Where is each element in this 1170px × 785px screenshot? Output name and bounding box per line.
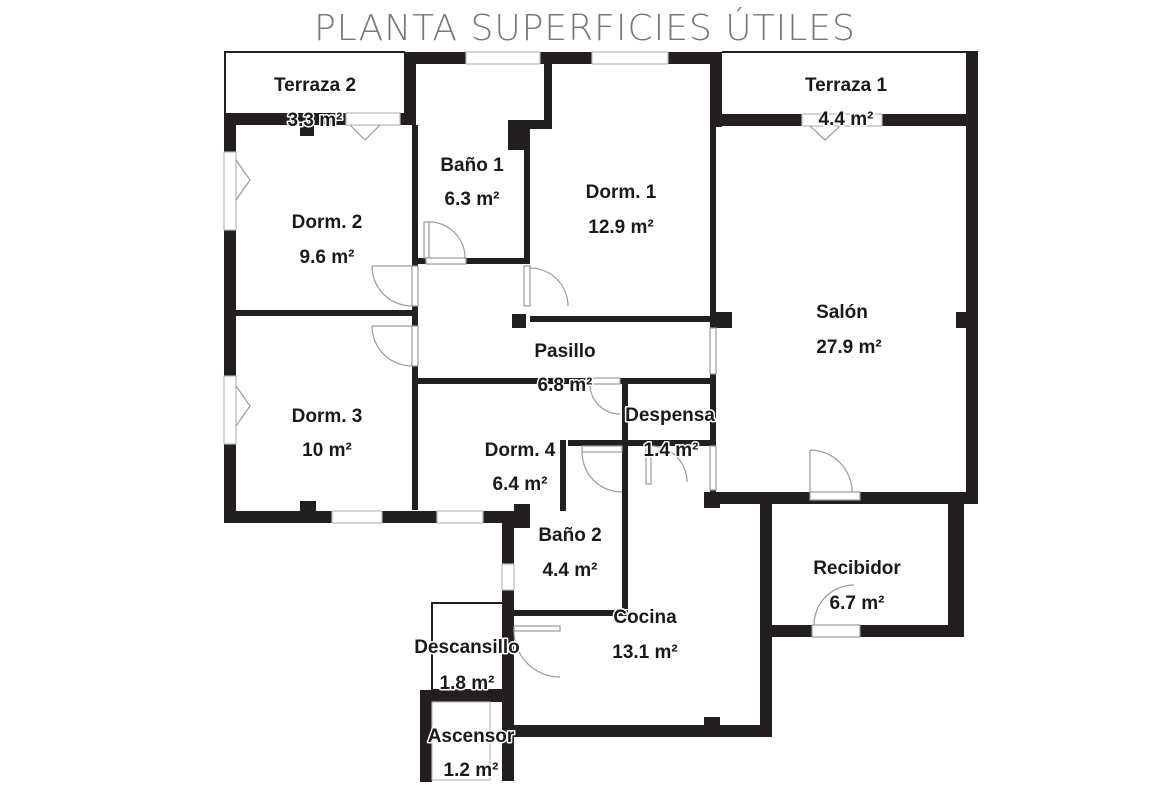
room-name-pasillo: Pasillo	[534, 341, 595, 362]
room-name-cocina: Cocina	[613, 607, 677, 628]
doors	[235, 124, 861, 678]
room-name-terraza-1: Terraza 1	[805, 75, 887, 96]
room-name-recibidor: Recibidor	[813, 558, 901, 579]
room-name-dorm-3: Dorm. 3	[292, 406, 363, 427]
room-area-bano-2: 4.4 m²	[543, 560, 598, 581]
room-area-recibidor: 6.7 m²	[830, 593, 885, 614]
room-area-dorm-2: 9.6 m²	[300, 247, 355, 268]
room-area-cocina: 13.1 m²	[612, 642, 677, 663]
room-area-dorm-4: 6.4 m²	[493, 474, 548, 495]
room-labels: Terraza 2 3.3 m² Baño 1 6.3 m² Dorm. 1 1…	[272, 74, 902, 783]
room-name-salon: Salón	[816, 302, 868, 323]
room-area-terraza-1: 4.4 m²	[819, 109, 874, 130]
room-name-dorm-1: Dorm. 1	[586, 182, 657, 203]
room-area-bano-1: 6.3 m²	[445, 189, 500, 210]
room-name-terraza-2: Terraza 2	[274, 75, 356, 96]
room-area-pasillo: 6.8 m²	[538, 375, 593, 396]
plan-title: PLANTA SUPERFICIES ÚTILES	[314, 8, 856, 49]
room-name-bano-2: Baño 2	[538, 525, 601, 546]
room-name-bano-1: Baño 1	[440, 155, 504, 176]
room-area-dorm-1: 12.9 m²	[588, 217, 653, 238]
room-area-salon: 27.9 m²	[816, 337, 881, 358]
room-name-ascensor: Ascensor	[428, 726, 515, 747]
room-name-descansillo: Descansillo	[414, 637, 520, 658]
room-area-despensa: 1.4 m²	[644, 440, 699, 461]
windows	[223, 51, 883, 781]
room-area-terraza-2: 3.3 m²	[288, 110, 343, 131]
room-area-descansillo: 1.8 m²	[440, 673, 495, 694]
room-name-dorm-4: Dorm. 4	[485, 440, 556, 461]
room-area-dorm-3: 10 m²	[302, 440, 352, 461]
room-area-ascensor: 1.2 m²	[444, 760, 499, 781]
room-name-dorm-2: Dorm. 2	[292, 212, 363, 233]
room-name-despensa: Despensa	[625, 405, 715, 426]
